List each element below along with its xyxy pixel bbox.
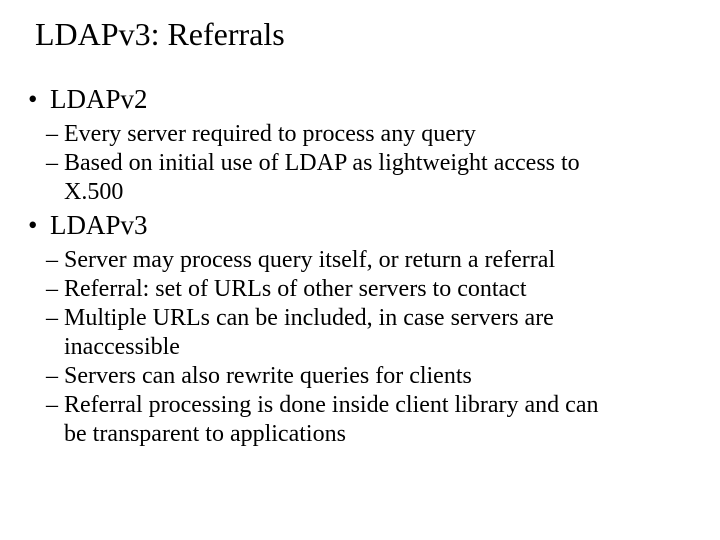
dash-icon: – xyxy=(46,276,58,302)
sub-bullet-text: Every server required to process any que… xyxy=(64,121,476,147)
sub-bullet-group-ldapv2: – Every server required to process any q… xyxy=(0,120,700,207)
sub-bullet-text: Referral processing is done inside clien… xyxy=(64,392,599,447)
sub-bullet-item: – Servers can also rewrite queries for c… xyxy=(0,362,616,391)
bullet-label: LDAPv2 xyxy=(50,84,148,114)
dash-icon: – xyxy=(46,392,58,418)
dash-icon: – xyxy=(46,247,58,273)
dash-icon: – xyxy=(46,121,58,147)
sub-bullet-item: – Based on initial use of LDAP as lightw… xyxy=(0,149,616,207)
sub-bullet-group-ldapv3: – Server may process query itself, or re… xyxy=(0,246,700,449)
bullet-icon: • xyxy=(28,210,38,240)
slide-title: LDAPv3: Referrals xyxy=(35,16,285,52)
bullet-icon: • xyxy=(28,84,38,114)
sub-bullet-text: Multiple URLs can be included, in case s… xyxy=(64,305,554,360)
dash-icon: – xyxy=(46,305,58,331)
bullet-item-ldapv3: • LDAPv3 xyxy=(0,209,148,242)
bullet-label: LDAPv3 xyxy=(50,210,148,240)
dash-icon: – xyxy=(46,150,58,176)
sub-bullet-item: – Every server required to process any q… xyxy=(0,120,616,149)
sub-bullet-text: Servers can also rewrite queries for cli… xyxy=(64,363,472,389)
sub-bullet-item: – Server may process query itself, or re… xyxy=(0,246,616,275)
sub-bullet-item: – Referral: set of URLs of other servers… xyxy=(0,275,616,304)
sub-bullet-text: Referral: set of URLs of other servers t… xyxy=(64,276,527,302)
sub-bullet-item: – Referral processing is done inside cli… xyxy=(0,391,616,449)
dash-icon: – xyxy=(46,363,58,389)
sub-bullet-item: – Multiple URLs can be included, in case… xyxy=(0,304,616,362)
sub-bullet-text: Based on initial use of LDAP as lightwei… xyxy=(64,150,580,205)
sub-bullet-text: Server may process query itself, or retu… xyxy=(64,247,556,273)
bullet-item-ldapv2: • LDAPv2 xyxy=(0,83,148,116)
